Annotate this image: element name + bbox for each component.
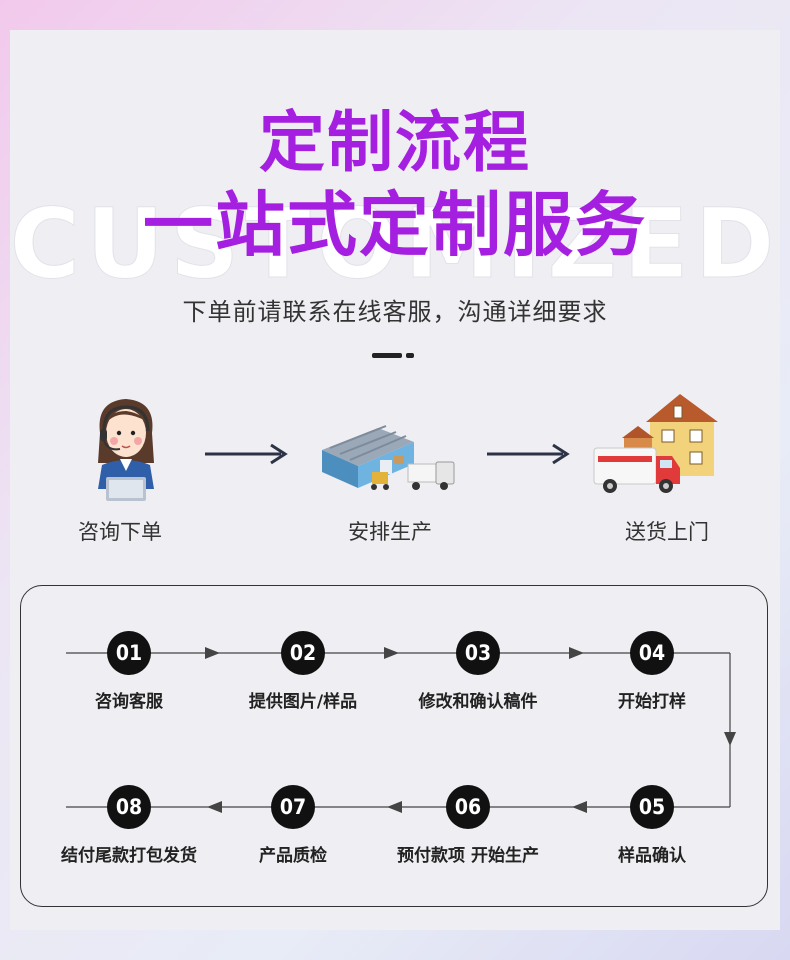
step-label: 咨询客服 xyxy=(95,692,163,712)
factory-icon xyxy=(322,425,455,490)
divider-dot xyxy=(406,353,414,358)
step-label: 样品确认 xyxy=(618,846,686,866)
customer-service-icon xyxy=(98,399,154,501)
overview-step-label: 安排生产 xyxy=(348,520,432,544)
step-number: 01 xyxy=(107,631,151,675)
step-label: 产品质检 xyxy=(259,846,327,866)
divider-dash xyxy=(372,353,402,358)
arrow-right-icon xyxy=(487,443,570,465)
delivery-house-icon xyxy=(593,394,718,493)
watermark-text: CUSTOMIZED xyxy=(9,188,781,300)
contact-note: 下单前请联系在线客服，沟通详细要求 xyxy=(182,298,608,326)
overview-step-label: 送货上门 xyxy=(625,520,709,544)
step-label: 开始打样 xyxy=(618,692,686,712)
step-label: 结付尾款打包发货 xyxy=(61,846,197,866)
step-number: 06 xyxy=(446,785,490,829)
step-number: 02 xyxy=(281,631,325,675)
step-number: 07 xyxy=(271,785,315,829)
step-number: 04 xyxy=(630,631,674,675)
step-label: 预付款项 开始生产 xyxy=(397,846,539,866)
step-number: 05 xyxy=(630,785,674,829)
page-subtitle-large: 一站式定制服务 xyxy=(143,184,647,266)
process-flow-box xyxy=(20,585,768,907)
step-label: 修改和确认稿件 xyxy=(418,692,538,712)
page-title: 定制流程 xyxy=(259,104,531,181)
arrow-right-icon xyxy=(205,443,288,465)
step-number: 08 xyxy=(107,785,151,829)
overview-step-label: 咨询下单 xyxy=(78,520,162,544)
step-number: 03 xyxy=(456,631,500,675)
step-label: 提供图片/样品 xyxy=(248,692,358,712)
